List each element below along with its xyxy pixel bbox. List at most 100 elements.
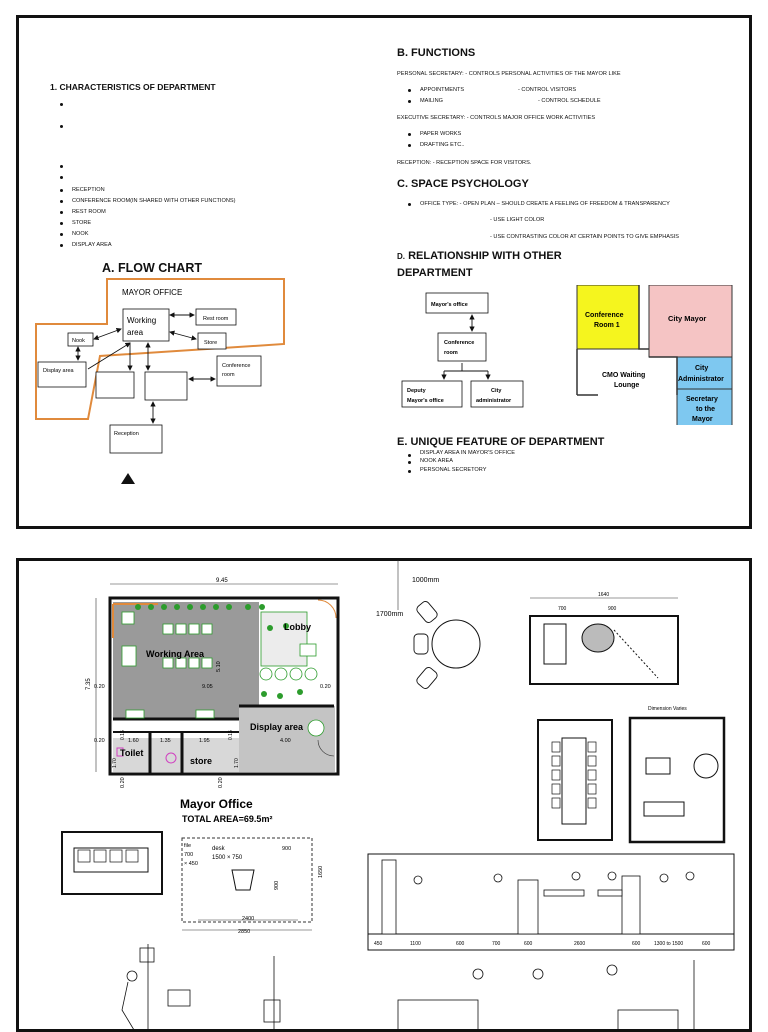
plan-city-mayor-label: City Mayor: [668, 314, 706, 323]
dim-small-a: 0.15: [120, 730, 126, 740]
entrance-triangle: [121, 473, 135, 484]
list-item: DISPLAY AREA: [58, 240, 235, 251]
node-working-area-label-2: area: [127, 328, 144, 337]
sheet-space-standards: 9.45 7.35: [16, 558, 752, 1032]
node-unlabeled-1: [95, 371, 135, 399]
rel-node-conference: [437, 332, 487, 362]
rel-node-city-admin-label-2: administrator: [476, 398, 512, 404]
svg-text:600: 600: [456, 941, 465, 947]
rel-node-deputy-label-2: Mayor's office: [407, 398, 444, 404]
svg-text:600: 600: [702, 941, 711, 947]
dim-bottom-b: 0.20: [218, 777, 224, 788]
floor-plan-area: TOTAL AREA=69.5m²: [182, 814, 272, 824]
rel-node-city-admin-label-1: City: [491, 388, 502, 394]
elevation-dims: 450 1100 600 700 600 2600 600 1300 to 15…: [374, 941, 711, 947]
rel-node-conference-label-2: room: [444, 350, 458, 356]
dim-edge-left: 0.20: [94, 684, 105, 690]
characteristics-list: RECEPTION CONFERENCE ROOM(IN SHARED WITH…: [58, 185, 235, 251]
plan-city-admin: [676, 356, 733, 390]
room-store: store: [190, 756, 212, 766]
desk-file-1: file: [184, 843, 191, 849]
list-item: NOOK: [58, 229, 235, 240]
executive-secretary-list: PAPER WORKS DRAFTING ETC..: [406, 129, 464, 151]
list-item: RECEPTION: [58, 185, 235, 196]
plan-secretary-label-3: Mayor: [692, 416, 713, 423]
plan-conference-room: [576, 285, 640, 350]
dim-side-b: 1.70: [234, 758, 240, 768]
room-working-area: Working Area: [146, 649, 205, 659]
dim-inner: 9.05: [202, 684, 213, 690]
node-unlabeled-2: [144, 371, 188, 401]
dim-row-d: 1.95: [199, 738, 210, 744]
rel-node-deputy: [401, 380, 463, 408]
flow-chart-diagram: MAYOR OFFICE Working area Rest room Stor…: [35, 278, 285, 484]
dim-700: 700: [558, 606, 567, 612]
toilet-standard: 1640 700 900: [529, 592, 679, 685]
list-item: REST ROOM: [58, 207, 235, 218]
space-psychology-note-1: - USE LIGHT COLOR: [490, 217, 545, 223]
functions-title: B. FUNCTIONS: [397, 47, 476, 59]
space-psychology-title: C. SPACE PSYCHOLOGY: [397, 178, 529, 190]
rel-node-conference-label-1: Conference: [444, 340, 474, 346]
desk-label: desk: [212, 846, 226, 852]
small-conference-standard: [61, 831, 163, 895]
space-standards-drawing: 9.45 7.35: [61, 560, 735, 1030]
relationship-title-1: D. RELATIONSHIP WITH OTHER: [397, 250, 562, 262]
mayor-office-floor-plan: 9.45 7.35: [86, 578, 340, 824]
dim-1640: 1640: [598, 592, 609, 598]
list-item: STORE: [58, 218, 235, 229]
dim-2400: 2400: [242, 916, 254, 922]
list-item: OFFICE TYPE: - OPEN PLAN – SHOULD CREATE…: [406, 199, 670, 210]
node-rest-room: [195, 308, 237, 326]
dim-900c: 900: [608, 606, 617, 612]
rel-node-mayors-office-label: Mayor's office: [431, 302, 468, 308]
node-store: [197, 332, 227, 350]
list-item: PERSONAL SECRETORY: [406, 466, 515, 475]
node-store-label: Store: [204, 340, 217, 346]
node-conference-label-2: room: [222, 372, 235, 378]
unique-feature-list: DISPLAY AREA IN MAYOR'S OFFICE NOOK AREA…: [406, 450, 515, 475]
svg-text:1100: 1100: [410, 941, 421, 947]
sheet-department-analysis: 1. CHARACTERISTICS OF DEPARTMENT RECEPTI…: [16, 15, 752, 529]
desk-file-3: × 450: [184, 861, 198, 867]
svg-text:600: 600: [632, 941, 641, 947]
node-nook-label: Nook: [72, 338, 85, 344]
executive-secretary-text: EXECUTIVE SECRETARY: - CONTROLS MAJOR OF…: [397, 115, 596, 121]
node-display-area-label: Display area: [43, 368, 75, 374]
plan-conference-label-1: Conference: [585, 312, 624, 319]
dim-1000mm: 1000mm: [412, 577, 439, 584]
dim-900b: 900: [274, 881, 280, 890]
svg-text:2600: 2600: [574, 941, 585, 947]
room-display-area: Display area: [250, 722, 304, 732]
dim-row-b: 1.60: [128, 738, 139, 744]
svg-text:1300 to 1500: 1300 to 1500: [654, 941, 683, 947]
desk-size: 1500 × 750: [212, 855, 243, 861]
svg-text:700: 700: [492, 941, 501, 947]
node-working-area-label-1: Working: [127, 316, 156, 325]
dim-side-a: 1.70: [112, 758, 118, 768]
plan-secretary-label-2: to the: [696, 406, 715, 413]
round-table-standard: 1000mm 1700mm: [376, 560, 481, 689]
relationship-diagram: Mayor's office Conference room Deputy Ma…: [401, 285, 733, 425]
desk-file-2: 700: [184, 852, 193, 858]
room-lobby: Lobby: [284, 622, 311, 632]
plan-cmo-label-2: Lounge: [614, 382, 639, 389]
dim-900: 900: [282, 846, 291, 852]
plan-secretary: [676, 388, 733, 425]
dim-1700mm: 1700mm: [376, 611, 403, 618]
conference-table-standard: [537, 719, 613, 841]
node-nook: [67, 332, 94, 347]
reception-text: RECEPTION: - RECEPTION SPACE FOR VISITOR…: [397, 160, 532, 166]
dim-row-a: 0.20: [94, 738, 105, 744]
unique-feature-title: E. UNIQUE FEATURE OF DEPARTMENT: [397, 436, 605, 448]
dim-left: 7.35: [86, 678, 92, 690]
node-conference-room: [216, 355, 262, 387]
dim-vert: 5.10: [216, 661, 222, 672]
dim-bottom-a: 0.20: [120, 777, 126, 788]
svg-text:450: 450: [374, 941, 383, 947]
list-item: DISPLAY AREA IN MAYOR'S OFFICE: [406, 450, 515, 457]
plan-city-admin-label-1: City: [695, 365, 708, 372]
elevation-standard: 450 1100 600 700 600 2600 600 1300 to 15…: [367, 853, 735, 951]
rel-node-deputy-label-1: Deputy: [407, 388, 427, 394]
boundary-label: MAYOR OFFICE: [122, 288, 182, 297]
